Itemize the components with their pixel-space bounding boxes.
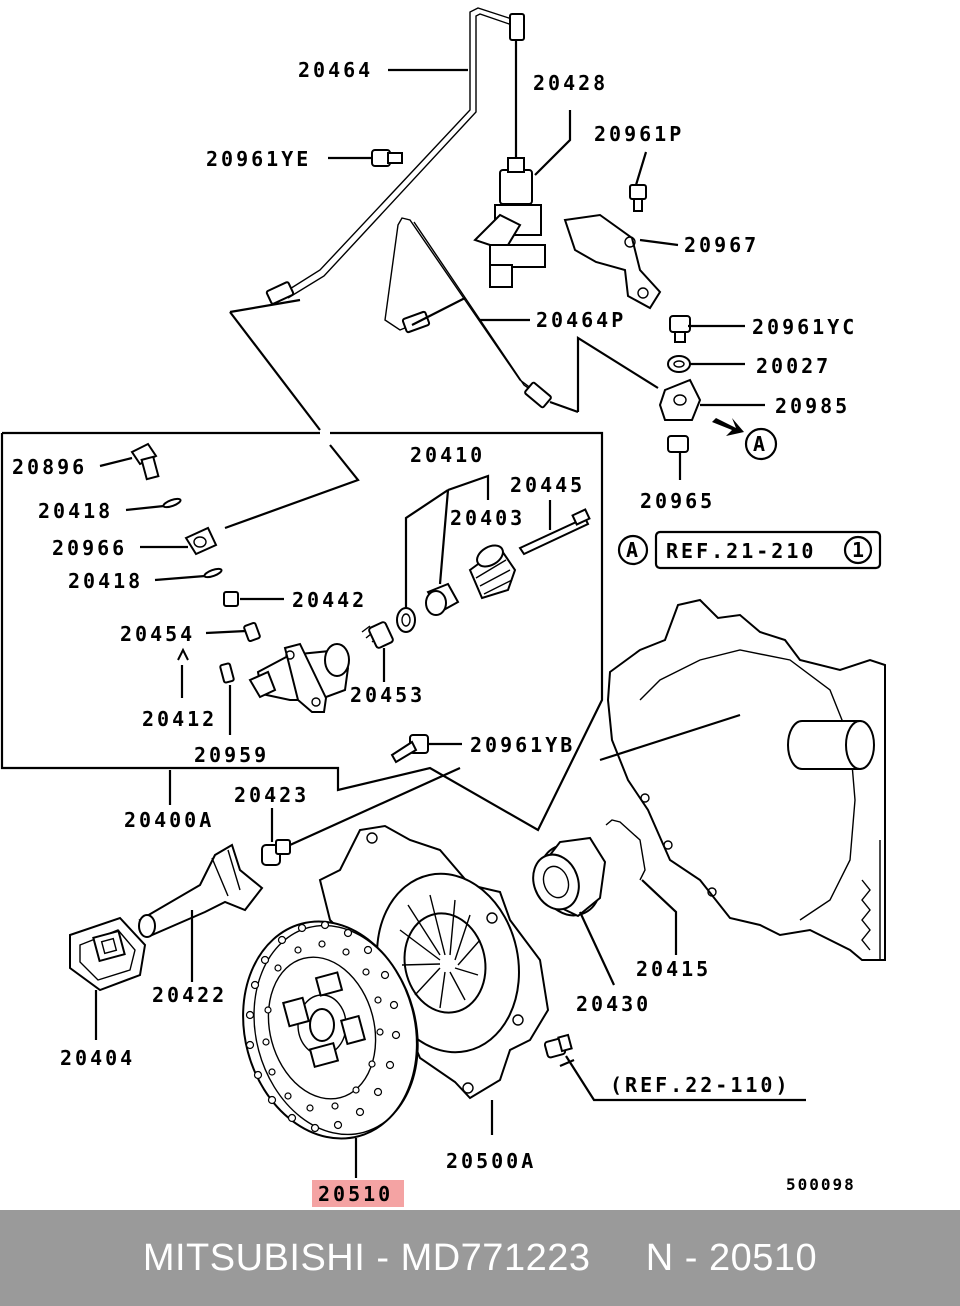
plate-20985 <box>658 378 702 421</box>
label-20965: 20965 <box>640 489 715 513</box>
parts-diagram: 20464 20428 20961P 20961YE 20967 20464P … <box>0 7 886 1207</box>
pushrod-20445 <box>518 508 591 556</box>
label-20985: 20985 <box>775 394 850 418</box>
label-20410: 20410 <box>410 443 485 467</box>
highlight-20510 <box>312 1180 404 1207</box>
label-20896: 20896 <box>12 455 87 479</box>
ref21-circle <box>843 535 873 565</box>
union-20966 <box>184 526 218 556</box>
marker-A2-circle <box>617 534 649 566</box>
label-20961P: 20961P <box>594 122 684 146</box>
cap-20412 <box>177 647 189 661</box>
boot-20403 <box>468 544 517 600</box>
label-20510: 20510 <box>318 1182 393 1206</box>
slave-cylinder-body <box>248 642 350 713</box>
label-20453: 20453 <box>350 683 425 707</box>
pipe-20464P <box>384 217 541 396</box>
bearing-20430 <box>532 836 607 918</box>
label-20418-lower: 20418 <box>68 569 143 593</box>
nut-20965 <box>667 435 689 453</box>
ref21-label: REF.21-210 <box>666 539 816 563</box>
label-20027: 20027 <box>756 354 831 378</box>
label-20400A: 20400A <box>124 808 214 832</box>
transmission-housing <box>606 598 886 961</box>
pipe-fitting-top <box>509 13 525 41</box>
boot-20404 <box>69 916 147 992</box>
diagram-code: 500098 <box>786 1175 856 1194</box>
bolt-20896 <box>130 442 160 481</box>
bolt-20961YE <box>371 149 403 167</box>
valve-20428 <box>473 157 546 288</box>
label-20464: 20464 <box>298 58 373 82</box>
piston-20410 <box>425 582 460 616</box>
label-20454: 20454 <box>120 622 195 646</box>
label-20418-top: 20418 <box>38 499 113 523</box>
gasket-20418-top <box>162 497 182 509</box>
inset-frame <box>0 431 604 832</box>
footer-bar: MITSUBISHI - MD771223 N - 20510 <box>0 1210 960 1306</box>
bolt-20961YB <box>390 734 429 764</box>
clip-20415 <box>605 819 646 881</box>
bracket-20967 <box>563 184 662 310</box>
label-20967: 20967 <box>684 233 759 257</box>
label-20404: 20404 <box>60 1046 135 1070</box>
label-20966: 20966 <box>52 536 127 560</box>
fitting-20442 <box>223 591 239 607</box>
footer-part-info: MITSUBISHI - MD771223 N - 20510 <box>142 1236 818 1279</box>
label-20959: 20959 <box>194 743 269 767</box>
clutch-cover-20500A <box>318 824 550 1100</box>
label-20961YE: 20961YE <box>206 147 311 171</box>
label-20464P: 20464P <box>536 308 626 332</box>
label-ref22: (REF.22-110) <box>610 1073 791 1097</box>
spring-20453 <box>361 621 394 649</box>
label-20442: 20442 <box>292 588 367 612</box>
label-20500A: 20500A <box>446 1149 536 1173</box>
label-20428: 20428 <box>533 71 608 95</box>
marker-A1: A <box>753 432 765 456</box>
pivot-20423 <box>261 839 291 866</box>
bolt-20961YC <box>669 315 691 343</box>
label-20961YC: 20961YC <box>752 315 857 339</box>
marker-A2: A <box>626 538 638 562</box>
pipe-fitting-left <box>265 281 295 305</box>
screw-20454 <box>243 621 261 643</box>
label-20430: 20430 <box>576 992 651 1016</box>
label-20415: 20415 <box>636 957 711 981</box>
seal-20410 <box>396 607 416 633</box>
label-20445: 20445 <box>510 473 585 497</box>
gasket-20418-lower <box>203 567 223 579</box>
label-20412: 20412 <box>142 707 217 731</box>
marker-A-circle <box>744 427 778 461</box>
dowel-ref22 <box>543 1033 573 1059</box>
pipe-20464 <box>284 7 516 293</box>
clutch-disc-20510 <box>242 920 419 1140</box>
label-20961YB: 20961YB <box>470 733 575 757</box>
ref21-number: 1 <box>852 538 864 562</box>
pipe-fitting-low <box>524 381 552 409</box>
label-20422: 20422 <box>152 983 227 1007</box>
label-20423: 20423 <box>234 783 309 807</box>
arrow-to-A <box>712 418 744 436</box>
washer-20027 <box>667 355 691 373</box>
bleeder-20959 <box>219 662 235 684</box>
fork-20422 <box>138 843 264 938</box>
label-20403: 20403 <box>450 506 525 530</box>
ref21-box <box>654 530 882 570</box>
